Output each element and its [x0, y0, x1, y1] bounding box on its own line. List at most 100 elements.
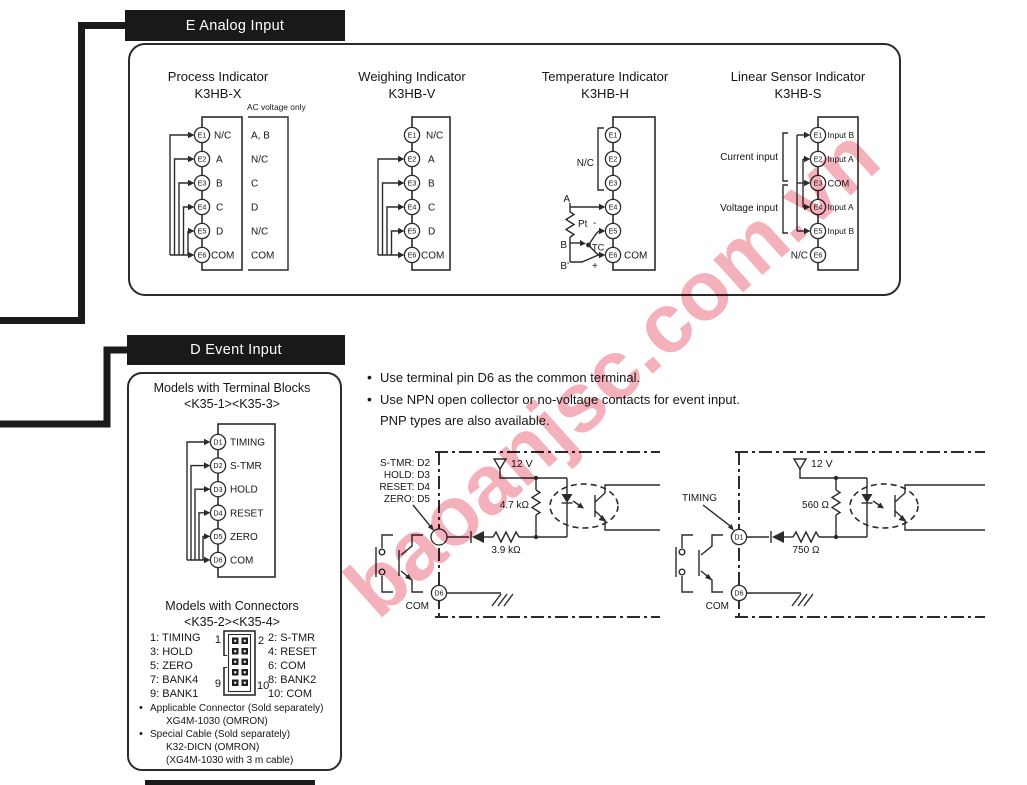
terminal-id: E3	[609, 179, 618, 188]
ground-icon	[491, 593, 514, 607]
wiring	[377, 116, 451, 271]
terminal-id: E5	[198, 227, 207, 236]
pt-label: Pt	[578, 219, 588, 230]
k3hb-s-terminal-diagram: E1 E2 E3 E4 E5 E6 Input B Input A COM In…	[720, 116, 859, 271]
nc-label: N/C	[577, 158, 594, 169]
contact-switch-icon	[675, 534, 693, 593]
npn-transistor-icon	[398, 534, 423, 593]
terminal-id: E2	[198, 155, 207, 164]
light-arrow-icon	[577, 502, 584, 509]
pin-item: 9: BANK1	[150, 688, 199, 700]
input-signal-label: S-TMR: D2	[380, 458, 430, 469]
input-terminal	[730, 528, 748, 546]
input-terminal-id: D1	[734, 533, 743, 542]
note-pnp: PNP types are also available.	[380, 413, 550, 428]
connector-pins-left: 1: TIMING 3: HOLD 5: ZERO 7: BANK4 9: BA…	[150, 631, 201, 701]
led-icon	[561, 494, 573, 503]
pullup-resistor-label: 560 Ω	[802, 500, 829, 511]
section-tab-event-input: D Event Input	[127, 335, 345, 365]
terminal-label: N/C	[214, 131, 231, 142]
pin-item: 8: BANK2	[268, 674, 317, 686]
nc-label: N/C	[791, 251, 808, 262]
optocoupler-icon	[549, 483, 619, 529]
input-signal-label: RESET: D4	[379, 482, 430, 493]
terminal-label: A	[216, 155, 223, 166]
tc-minus-label: -	[593, 218, 596, 229]
terminal-id: E4	[198, 203, 207, 212]
terminal-id: E2	[814, 155, 823, 164]
circuit-frame	[735, 451, 985, 618]
terminal-label: A	[428, 155, 435, 166]
pin-item: 5: ZERO	[150, 660, 193, 672]
optocoupler-icon	[849, 483, 919, 529]
series-resistor-label: 3.9 kΩ	[491, 545, 521, 556]
input-signal-label: HOLD: D3	[384, 470, 431, 481]
connector-pin10-number: 10	[257, 680, 270, 692]
temperature-indicator-title: Temperature Indicator K3HB-H	[541, 69, 669, 101]
terminal-label: COM	[421, 251, 444, 262]
wiring	[782, 116, 859, 271]
terminal-id: E3	[198, 179, 207, 188]
ac-voltage-note: AC voltage only	[247, 102, 306, 112]
terminal-id: E4	[814, 203, 823, 212]
terminal-id: E2	[609, 155, 618, 164]
terminal-label: HOLD	[230, 485, 258, 496]
event-terminal-diagram: D1 D2 D3 D4 D5 D6 TIMING S-TMR HOLD RESE…	[186, 423, 276, 578]
terminal-id: E1	[814, 131, 823, 140]
pin-item: 3: HOLD	[150, 646, 193, 658]
connector-pins-right: 2: S-TMR 4: RESET 6: COM 8: BANK2 10: CO…	[268, 631, 317, 701]
terminal-id: E5	[814, 227, 823, 236]
circuit-frame	[435, 451, 660, 618]
terminal-blocks-title: Models with Terminal Blocks <K35-1><K35-…	[153, 381, 311, 411]
com-terminal-id: D6	[434, 589, 443, 598]
power-supply-icon	[792, 458, 808, 471]
terminal-id: E5	[609, 227, 618, 236]
ac-label: A, B	[251, 131, 270, 142]
connector-note-1b: XG4M-1030 (OMRON)	[166, 716, 268, 727]
terminal-label: Input A	[828, 202, 854, 212]
pt-bprime-label: B'	[560, 261, 569, 272]
terminal-label: COM	[211, 251, 234, 262]
terminal-id: E1	[198, 131, 207, 140]
power-supply-icon	[492, 458, 508, 471]
wiring	[169, 116, 289, 271]
terminal-id: E4	[609, 203, 618, 212]
connector-note-2: Special Cable (Sold separately)	[139, 728, 290, 740]
terminal-id: D6	[213, 556, 222, 565]
analog-section-lead-line	[0, 22, 125, 324]
note-common-terminal: Use terminal pin D6 as the common termin…	[367, 369, 640, 385]
process-indicator-title: Process Indicator K3HB-X	[167, 69, 269, 101]
terminal-id: E6	[609, 251, 618, 260]
terminal-id: D5	[213, 532, 222, 541]
terminal-id: E4	[408, 203, 417, 212]
k3hb-h-terminal-diagram: E1 E2 E3 E4 E5 E6 N/C COM A Pt B B' TC -…	[560, 116, 656, 272]
pin-item: 2: S-TMR	[268, 632, 316, 644]
pullup-resistor-label: 4.7 kΩ	[500, 500, 530, 511]
terminal-label: TIMING	[230, 438, 265, 449]
terminal-label: ZERO	[230, 532, 258, 543]
terminal-label: RESET	[230, 508, 263, 519]
terminal-label: Input B	[828, 226, 855, 236]
connectors-title: Models with Connectors <K35-2><K35-4>	[165, 599, 299, 629]
circuit-wiring	[675, 458, 985, 607]
weighing-indicator-title: Weighing Indicator K3HB-V	[358, 69, 466, 101]
ac-label: N/C	[251, 227, 268, 238]
circuit-wiring	[375, 458, 660, 607]
terminal-id: D1	[213, 438, 222, 447]
terminal-id: E6	[198, 251, 207, 260]
terminal-label: C	[428, 203, 435, 214]
terminal-label: S-TMR	[230, 461, 262, 472]
linear-sensor-indicator-title: Linear Sensor Indicator K3HB-S	[730, 69, 866, 101]
terminal-id: D4	[213, 508, 222, 517]
pin-item: 6: COM	[268, 660, 306, 672]
terminal-label: Input A	[828, 154, 854, 164]
k3hb-v-terminal-diagram: E1 E2 E3 E4 E5 E6 N/C A B C D COM	[377, 116, 451, 271]
led-icon	[861, 494, 873, 503]
terminal-id: E3	[408, 179, 417, 188]
ground-icon	[791, 593, 814, 607]
supply-voltage-label: 12 V	[511, 458, 533, 470]
input-signal-label: TIMING	[682, 493, 717, 504]
event-input-circuit-d1: TIMING 12 V 560 Ω 750 Ω D1 D6 COM	[675, 451, 985, 618]
current-input-label: Current input	[720, 152, 778, 163]
